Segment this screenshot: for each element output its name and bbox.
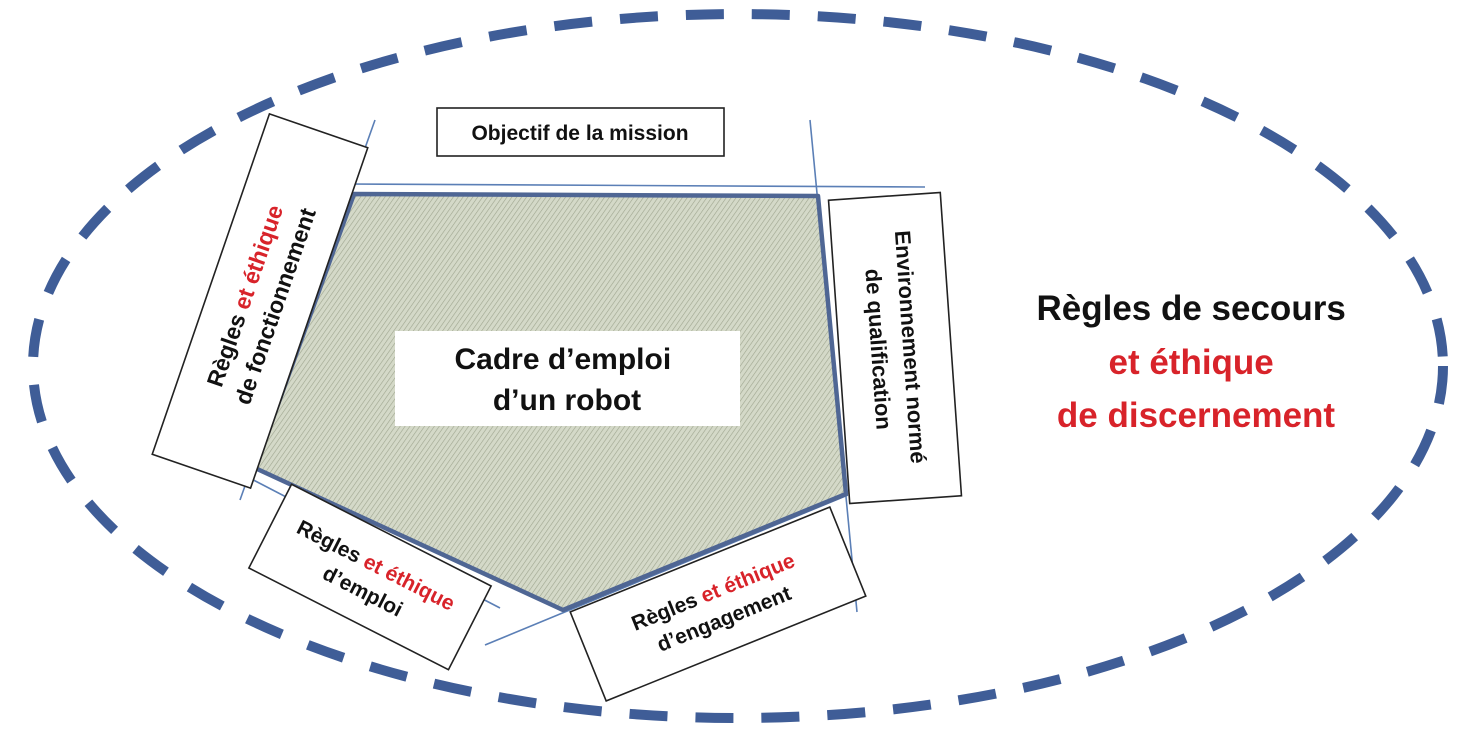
qualification-environment-box: Environnement normé de qualification [827,191,963,505]
center-label-line1: Cadre d’emploi [454,343,671,376]
outer-label-line1: Règles de secours [1036,289,1345,328]
outer-label-line2: et éthique [1108,343,1273,382]
center-label-box [395,331,740,426]
svg-text:Règles de secours et éthiq: Règles de secours et éthique de discerne… [1036,289,1355,435]
outer-dashed-ellipse [28,9,1448,723]
mission-objective-box: Objectif de la mission [436,107,725,157]
center-label-line2: d’un robot [493,384,641,417]
outer-label-line3: de discernement [1057,396,1335,435]
mission-objective-label: Objectif de la mission [471,122,688,145]
employment-rules-box: Règles et éthique d’emploi [247,483,493,671]
svg-text:Cadre d’emploi d’un robot: Cadre d’emploi d’un robot [454,343,679,417]
